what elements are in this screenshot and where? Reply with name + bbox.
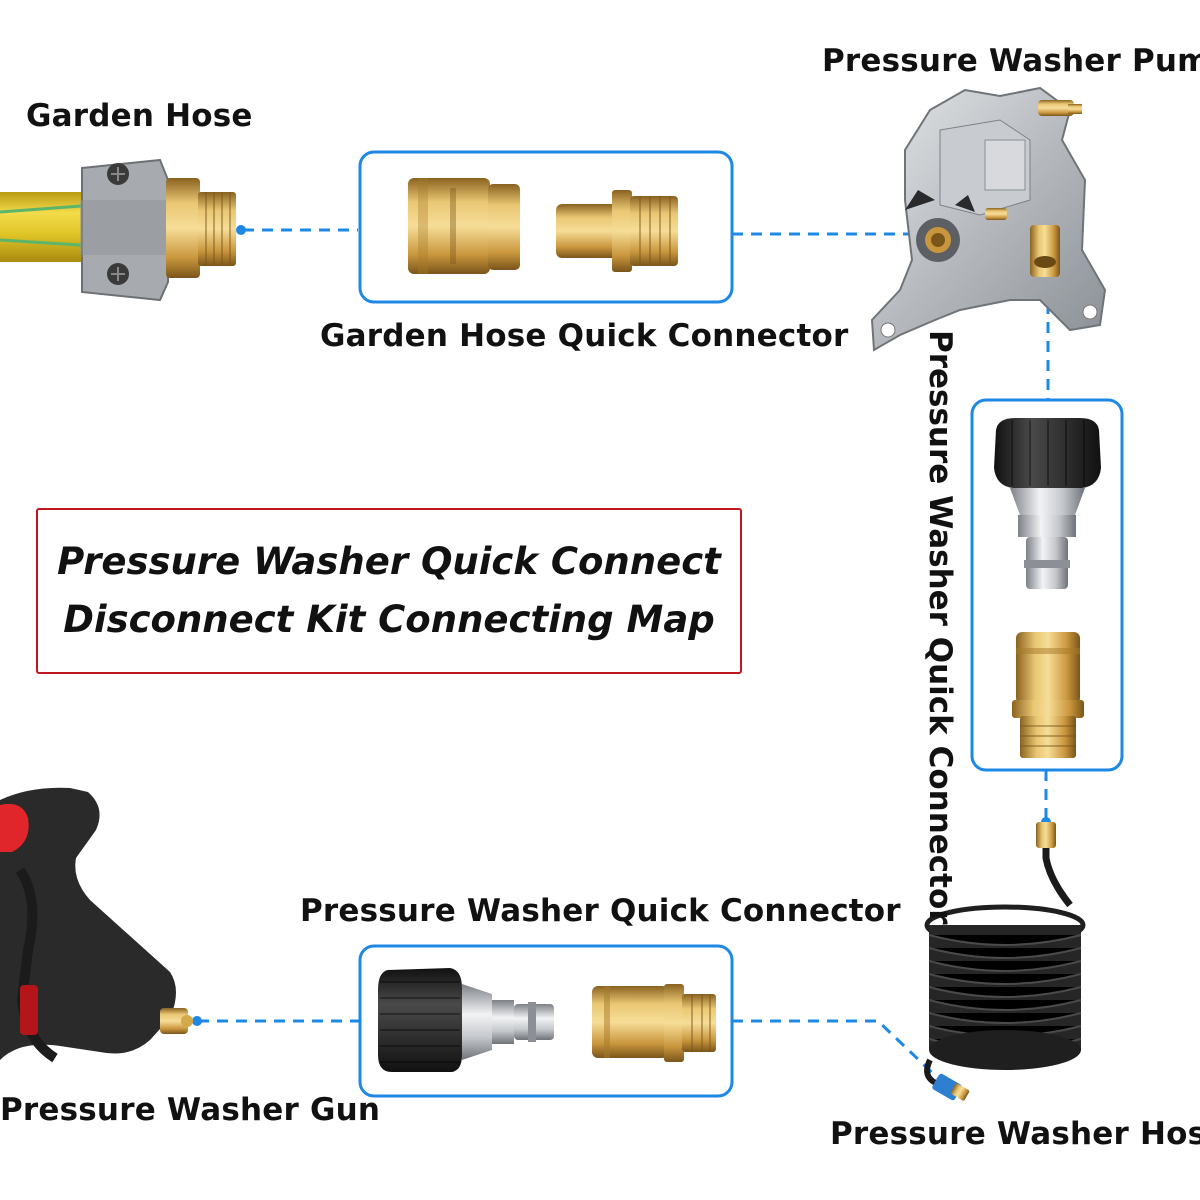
- gun-brass-coupler-image: [592, 984, 716, 1062]
- pressure-washer-hose-image: [924, 822, 1086, 1101]
- pump-quick-connector-box: [970, 398, 1124, 772]
- pressure-washer-pump-image: [870, 86, 1107, 352]
- title-line-1: Pressure Washer Quick Connect: [57, 540, 721, 583]
- gun-twist-coupler-image: [378, 968, 554, 1072]
- connection-lines: [198, 228, 1050, 1086]
- dot-garden-hose: [236, 225, 246, 235]
- label-garden-hose: Garden Hose: [26, 98, 253, 134]
- label-garden-hose-quick-connector: Garden Hose Quick Connector: [320, 318, 849, 354]
- label-pump-quick-connector: Pressure Washer Quick Connector: [922, 330, 958, 925]
- title-box: Pressure Washer Quick Connect Disconnect…: [36, 508, 742, 674]
- gun-quick-connector-box: [358, 944, 734, 1098]
- pump-brass-coupler-image: [1012, 632, 1084, 758]
- garden-hose-connector-box: [358, 150, 734, 304]
- label-pressure-washer-hose: Pressure Washer Hose: [830, 1116, 1200, 1152]
- label-gun-quick-connector: Pressure Washer Quick Connector: [300, 893, 901, 929]
- line-connector-to-hose: [732, 1019, 946, 1086]
- dot-gun: [192, 1016, 202, 1026]
- garden-hose-image: [0, 158, 236, 302]
- label-pressure-washer-gun: Pressure Washer Gun: [0, 1092, 381, 1128]
- garden-hose-male-plug-image: [556, 190, 678, 272]
- pump-twist-coupler-image: [994, 418, 1101, 589]
- title-line-2: Disconnect Kit Connecting Map: [63, 598, 715, 641]
- pressure-washer-gun-image: [0, 787, 193, 1063]
- garden-hose-female-coupler-image: [408, 178, 520, 274]
- label-pressure-washer-pump: Pressure Washer Pump: [822, 43, 1200, 79]
